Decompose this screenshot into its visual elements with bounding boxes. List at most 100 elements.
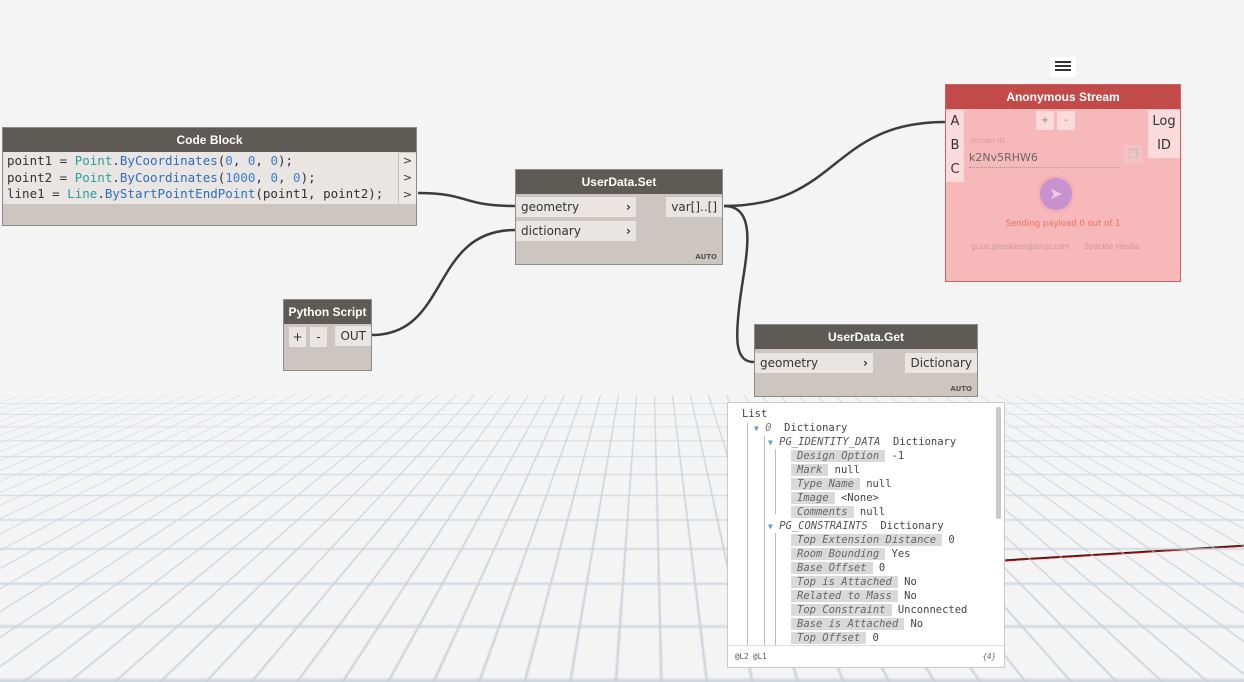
item-index: 0 (765, 422, 771, 434)
entry-value: -1 (892, 450, 905, 462)
entry-key: Room Bounding (791, 548, 885, 560)
watch-preview-bubble[interactable]: List ▼ 0 Dictionary ▼ PG_IDENTITY_DATA D… (727, 402, 1005, 668)
userdata-set-node[interactable]: UserData.Set geometry› dictionary› var[]… (515, 169, 723, 265)
entry-key: Image (791, 492, 835, 504)
output-port[interactable]: var[]..[] (666, 197, 722, 217)
stream-id-label: Stream ID (970, 137, 1005, 145)
wire-code-to-geometry (418, 193, 515, 206)
add-input-button[interactable]: + (1036, 111, 1054, 130)
entry-key: Base is Attached (791, 618, 904, 630)
copy-icon[interactable]: ❐ (1124, 145, 1142, 163)
collapse-icon[interactable]: ▼ (768, 438, 773, 447)
entry-key: Top Constraint (791, 604, 892, 616)
code-line: point1 = Point.ByCoordinates(0, 0, 0); (7, 153, 395, 170)
input-port-geometry[interactable]: geometry› (516, 197, 636, 217)
collapse-icon[interactable]: ▼ (754, 424, 759, 433)
dictionary-group[interactable]: ▼ PG_IDENTITY_DATA Dictionary (768, 436, 956, 449)
code-token: line1 = (7, 186, 67, 201)
dictionary-entry: Top Constraint Unconnected (791, 604, 967, 617)
scrollbar[interactable] (996, 407, 1001, 519)
output-port-id[interactable]: ID (1148, 134, 1180, 158)
code-token: point1 = (7, 153, 75, 168)
entry-value: No (910, 618, 923, 630)
entry-value: null (835, 464, 860, 476)
code-token: . (112, 170, 120, 185)
dictionary-entry: Type Name null (791, 478, 892, 491)
code-block-node[interactable]: Code Block point1 = Point.ByCoordinates(… (2, 127, 417, 226)
python-script-node[interactable]: Python Script + - OUT (283, 299, 372, 371)
lacing-indicator: AUTO (695, 253, 717, 261)
input-port-b[interactable]: B (946, 134, 964, 158)
item-count: {4} (982, 646, 996, 668)
code-line: point2 = Point.ByCoordinates(1000, 0, 0)… (7, 170, 395, 187)
code-token: . (112, 153, 120, 168)
code-editor[interactable]: point1 = Point.ByCoordinates(0, 0, 0);po… (3, 152, 399, 204)
output-port-out[interactable]: OUT (335, 326, 371, 346)
chevron-right-icon: › (863, 353, 868, 373)
code-token: ByCoordinates (120, 170, 218, 185)
code-token: . (97, 186, 105, 201)
code-token: point2 = (7, 170, 75, 185)
userdata-get-node[interactable]: UserData.Get geometry› Dictionary AUTO (754, 324, 978, 397)
entry-value: Unconnected (898, 604, 968, 616)
node-title: Python Script (284, 300, 371, 324)
entry-key: Comments (791, 506, 854, 518)
output-port-dictionary[interactable]: Dictionary (905, 353, 977, 373)
code-token: ByCoordinates (120, 153, 218, 168)
add-input-button[interactable]: + (289, 327, 306, 347)
remove-input-button[interactable]: - (310, 327, 327, 347)
code-token: (point1, point2); (255, 186, 383, 201)
code-line: line1 = Line.ByStartPointEndPoint(point1… (7, 186, 395, 203)
node-title: Anonymous Stream (946, 85, 1180, 109)
code-token: , (255, 170, 270, 185)
group-name: PG_CONSTRAINTS (779, 520, 868, 532)
code-token: 0 (270, 153, 278, 168)
dictionary-entry: Room Bounding Yes (791, 548, 910, 561)
output-port-point1[interactable]: > (398, 153, 416, 170)
code-token: Point (75, 170, 113, 185)
code-token: 0 (270, 170, 278, 185)
wire-set-to-get (724, 206, 754, 362)
entry-key: Type Name (791, 478, 860, 490)
code-token: Point (75, 153, 113, 168)
dictionary-entry: Image <None> (791, 492, 879, 505)
output-port-log[interactable]: Log (1148, 110, 1180, 134)
output-port-line1[interactable]: > (398, 187, 416, 204)
chevron-right-icon: › (626, 221, 631, 241)
input-port-geometry[interactable]: geometry› (755, 353, 873, 373)
entry-key: Mark (791, 464, 828, 476)
entry-key: Related to Mass (791, 590, 898, 602)
server-name: Speckle Hestia (1084, 242, 1139, 251)
dictionary-entry: Design Option -1 (791, 450, 904, 463)
entry-value: No (904, 576, 917, 588)
code-token: 1000 (225, 170, 255, 185)
code-token: ); (301, 170, 316, 185)
group-type: Dictionary (893, 436, 956, 448)
node-info-menu-icon[interactable] (1050, 57, 1076, 77)
entry-key: Design Option (791, 450, 885, 462)
node-title: UserData.Get (755, 325, 977, 349)
list-item-0[interactable]: ▼ 0 Dictionary (754, 422, 847, 435)
stream-id-field[interactable]: k2Nv5RHW6 (969, 151, 1119, 168)
item-type: Dictionary (784, 422, 847, 434)
anonymous-stream-node[interactable]: Anonymous Stream A B C Log ID + - Stream… (945, 84, 1181, 282)
code-token: 0 (225, 153, 233, 168)
code-token: , (278, 170, 293, 185)
group-name: PG_IDENTITY_DATA (779, 436, 880, 448)
remove-input-button[interactable]: - (1057, 111, 1075, 130)
input-port-c[interactable]: C (946, 158, 964, 182)
dictionary-entry: Related to Mass No (791, 590, 917, 603)
output-port-point2[interactable]: > (398, 170, 416, 187)
dictionary-entry: Comments null (791, 506, 885, 519)
dictionary-entry: Top is Attached No (791, 576, 917, 589)
entry-key: Base Offset (791, 562, 873, 574)
input-port-a[interactable]: A (946, 110, 964, 134)
send-icon[interactable]: ➤ (1040, 178, 1072, 210)
collapse-icon[interactable]: ▼ (768, 522, 773, 531)
dictionary-entry: Mark null (791, 464, 860, 477)
input-port-dictionary[interactable]: dictionary› (516, 221, 636, 241)
dictionary-entry: Top Extension Distance 0 (791, 534, 955, 547)
entry-value: null (866, 478, 891, 490)
dictionary-group[interactable]: ▼ PG_CONSTRAINTS Dictionary (768, 520, 944, 533)
wire-python-to-dictionary (372, 230, 515, 335)
